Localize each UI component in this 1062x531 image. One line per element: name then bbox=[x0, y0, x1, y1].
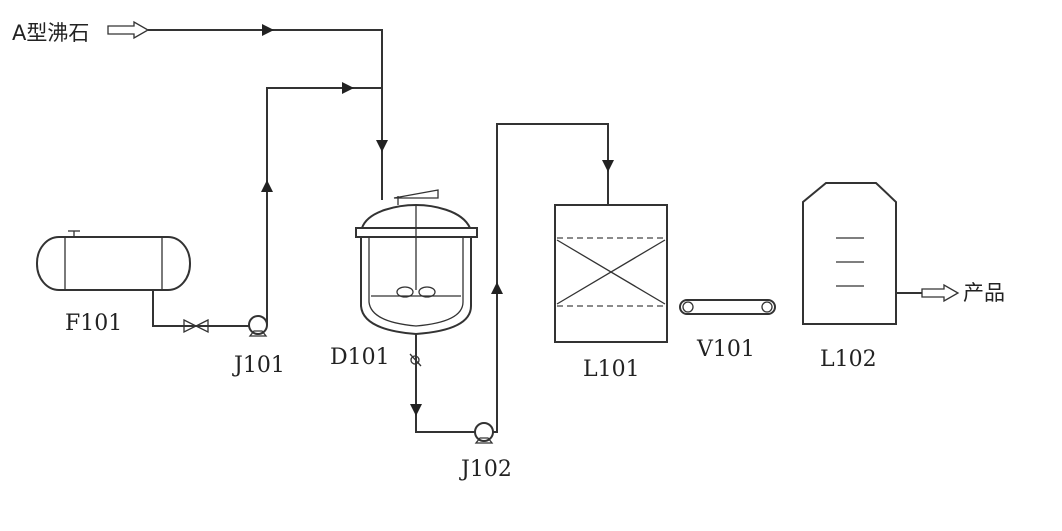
label-l101: L101 bbox=[583, 357, 640, 382]
d101-outlet-line bbox=[415, 334, 476, 433]
valve-icon bbox=[409, 353, 422, 367]
product-label: 产品 bbox=[963, 281, 1005, 305]
reactor-d101 bbox=[355, 189, 478, 336]
flow-arrow-icon bbox=[491, 282, 503, 294]
pump-j102 bbox=[474, 422, 494, 444]
flow-arrow-icon bbox=[410, 404, 422, 416]
flow-arrow-icon bbox=[342, 82, 354, 94]
flow-arrow-icon bbox=[376, 140, 388, 152]
label-l102: L102 bbox=[820, 347, 877, 372]
conveyor-v101 bbox=[679, 299, 776, 315]
filter-l101 bbox=[554, 204, 668, 343]
feed-label: A型沸石 bbox=[12, 21, 89, 45]
flow-arrow-icon bbox=[261, 180, 273, 192]
label-d101: D101 bbox=[330, 345, 390, 370]
feed-inlet-arrow-icon bbox=[107, 20, 150, 40]
label-f101: F101 bbox=[65, 311, 122, 336]
valve-icon bbox=[183, 318, 209, 334]
label-j101: J101 bbox=[232, 353, 285, 378]
label-v101: V101 bbox=[696, 337, 755, 362]
label-j102: J102 bbox=[459, 457, 512, 482]
j101-discharge-line bbox=[266, 87, 382, 325]
f101-outlet-line bbox=[152, 290, 250, 327]
pump-j101 bbox=[248, 315, 268, 337]
flow-arrow-icon bbox=[602, 160, 614, 172]
dryer-l102 bbox=[802, 182, 897, 325]
j102-discharge-line bbox=[493, 123, 609, 433]
product-outlet-arrow-icon bbox=[921, 283, 960, 303]
tank-f101 bbox=[36, 230, 191, 291]
flow-arrow-icon bbox=[262, 24, 274, 36]
feed-line bbox=[148, 29, 383, 200]
